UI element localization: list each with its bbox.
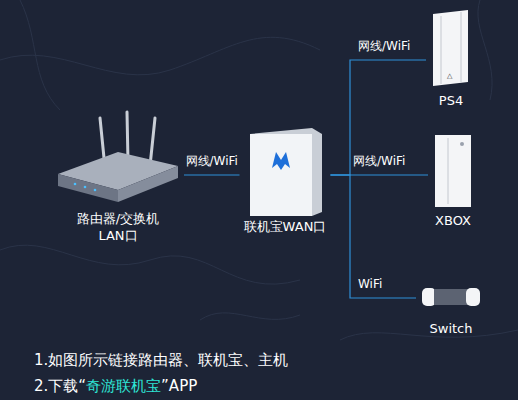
console-node: Switch	[416, 280, 486, 337]
connector	[184, 174, 240, 175]
node-label: 路由器/交换机 LAN口	[72, 210, 164, 244]
edge-label: 网线/WiFi	[358, 39, 410, 54]
icon-space	[432, 130, 474, 212]
router-node: 路由器/交换机 LAN口	[52, 108, 184, 244]
node-label: PS4	[426, 92, 476, 109]
ps-logo: △	[447, 72, 453, 80]
instruction-text: ”APP	[161, 377, 197, 395]
lianjibao-device	[250, 128, 322, 216]
xbox-console	[435, 135, 471, 207]
instruction-line: 1.如图所示链接路由器、联机宝、主机	[34, 350, 288, 370]
icon-space	[56, 108, 180, 210]
edge-label: 网线/WiFi	[353, 154, 405, 169]
console-node: PS4	[426, 6, 476, 109]
node-label: 联机宝WAN口	[240, 218, 331, 235]
icon-space	[247, 122, 323, 218]
switch-console	[422, 288, 480, 306]
router-icon	[58, 112, 178, 202]
edge-label: WiFi	[358, 277, 382, 292]
node-label: Switch	[416, 320, 486, 337]
instruction-line: 2.下载“奇游联机宝”APP	[34, 376, 197, 396]
instruction-text: 奇游联机宝	[86, 377, 161, 395]
instruction-text: 1.如图所示链接路由器、联机宝、主机	[34, 351, 288, 369]
connector	[331, 60, 427, 175]
device-node: 联机宝WAN口	[240, 122, 331, 235]
connector	[331, 175, 417, 298]
console-node: XBOX	[428, 130, 478, 229]
ps4-console: △	[433, 10, 468, 86]
edge-label: 网线/WiFi	[186, 154, 238, 169]
icon-space	[420, 280, 482, 320]
icon-space	[430, 6, 472, 92]
map-contours	[0, 0, 518, 340]
instruction-text: 2.下载“	[34, 377, 86, 395]
node-label: XBOX	[428, 212, 478, 229]
